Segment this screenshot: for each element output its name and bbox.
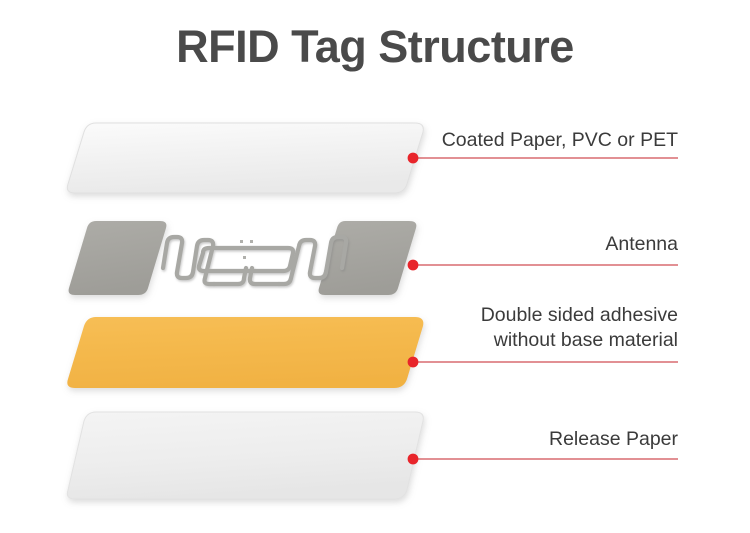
antenna-trace-group — [160, 234, 349, 287]
antenna-meander-right — [276, 234, 349, 287]
page-title: RFID Tag Structure — [176, 21, 574, 72]
label-antenna: Antenna — [605, 232, 678, 257]
label-coated-paper-text: Coated Paper, PVC or PET — [441, 129, 678, 151]
layer-coated-paper[interactable] — [66, 122, 424, 194]
adhesive-sheet — [67, 317, 424, 388]
label-release-paper: Release Paper — [549, 427, 678, 452]
coated-paper-sheet — [66, 122, 424, 194]
antenna-pad-left — [68, 221, 167, 295]
label-antenna-text: Antenna — [605, 233, 678, 255]
antenna-meander-left — [160, 234, 217, 287]
layer-antenna[interactable] — [68, 221, 417, 295]
label-adhesive-line1: Double sided adhesive — [480, 304, 678, 326]
antenna-chip-marks — [240, 240, 253, 259]
layer-release-paper[interactable] — [66, 411, 424, 500]
leader-dot-antenna — [407, 259, 419, 271]
label-adhesive-line2: without base material — [493, 329, 678, 351]
leader-dot-release-paper — [407, 453, 419, 465]
antenna-pad-right — [318, 221, 417, 295]
antenna-lead-left — [211, 265, 249, 287]
leader-dot-coated-paper — [407, 152, 419, 164]
leader-dot-adhesive — [407, 356, 419, 368]
layer-adhesive[interactable] — [67, 317, 424, 388]
antenna-lead-right — [247, 265, 282, 287]
antenna-center-loop — [196, 245, 296, 274]
leader-lines — [407, 152, 678, 465]
label-release-paper-text: Release Paper — [549, 428, 678, 450]
label-coated-paper: Coated Paper, PVC or PET — [442, 128, 678, 153]
release-paper-sheet — [66, 411, 424, 500]
label-adhesive: Double sided adhesive without base mater… — [481, 303, 678, 353]
